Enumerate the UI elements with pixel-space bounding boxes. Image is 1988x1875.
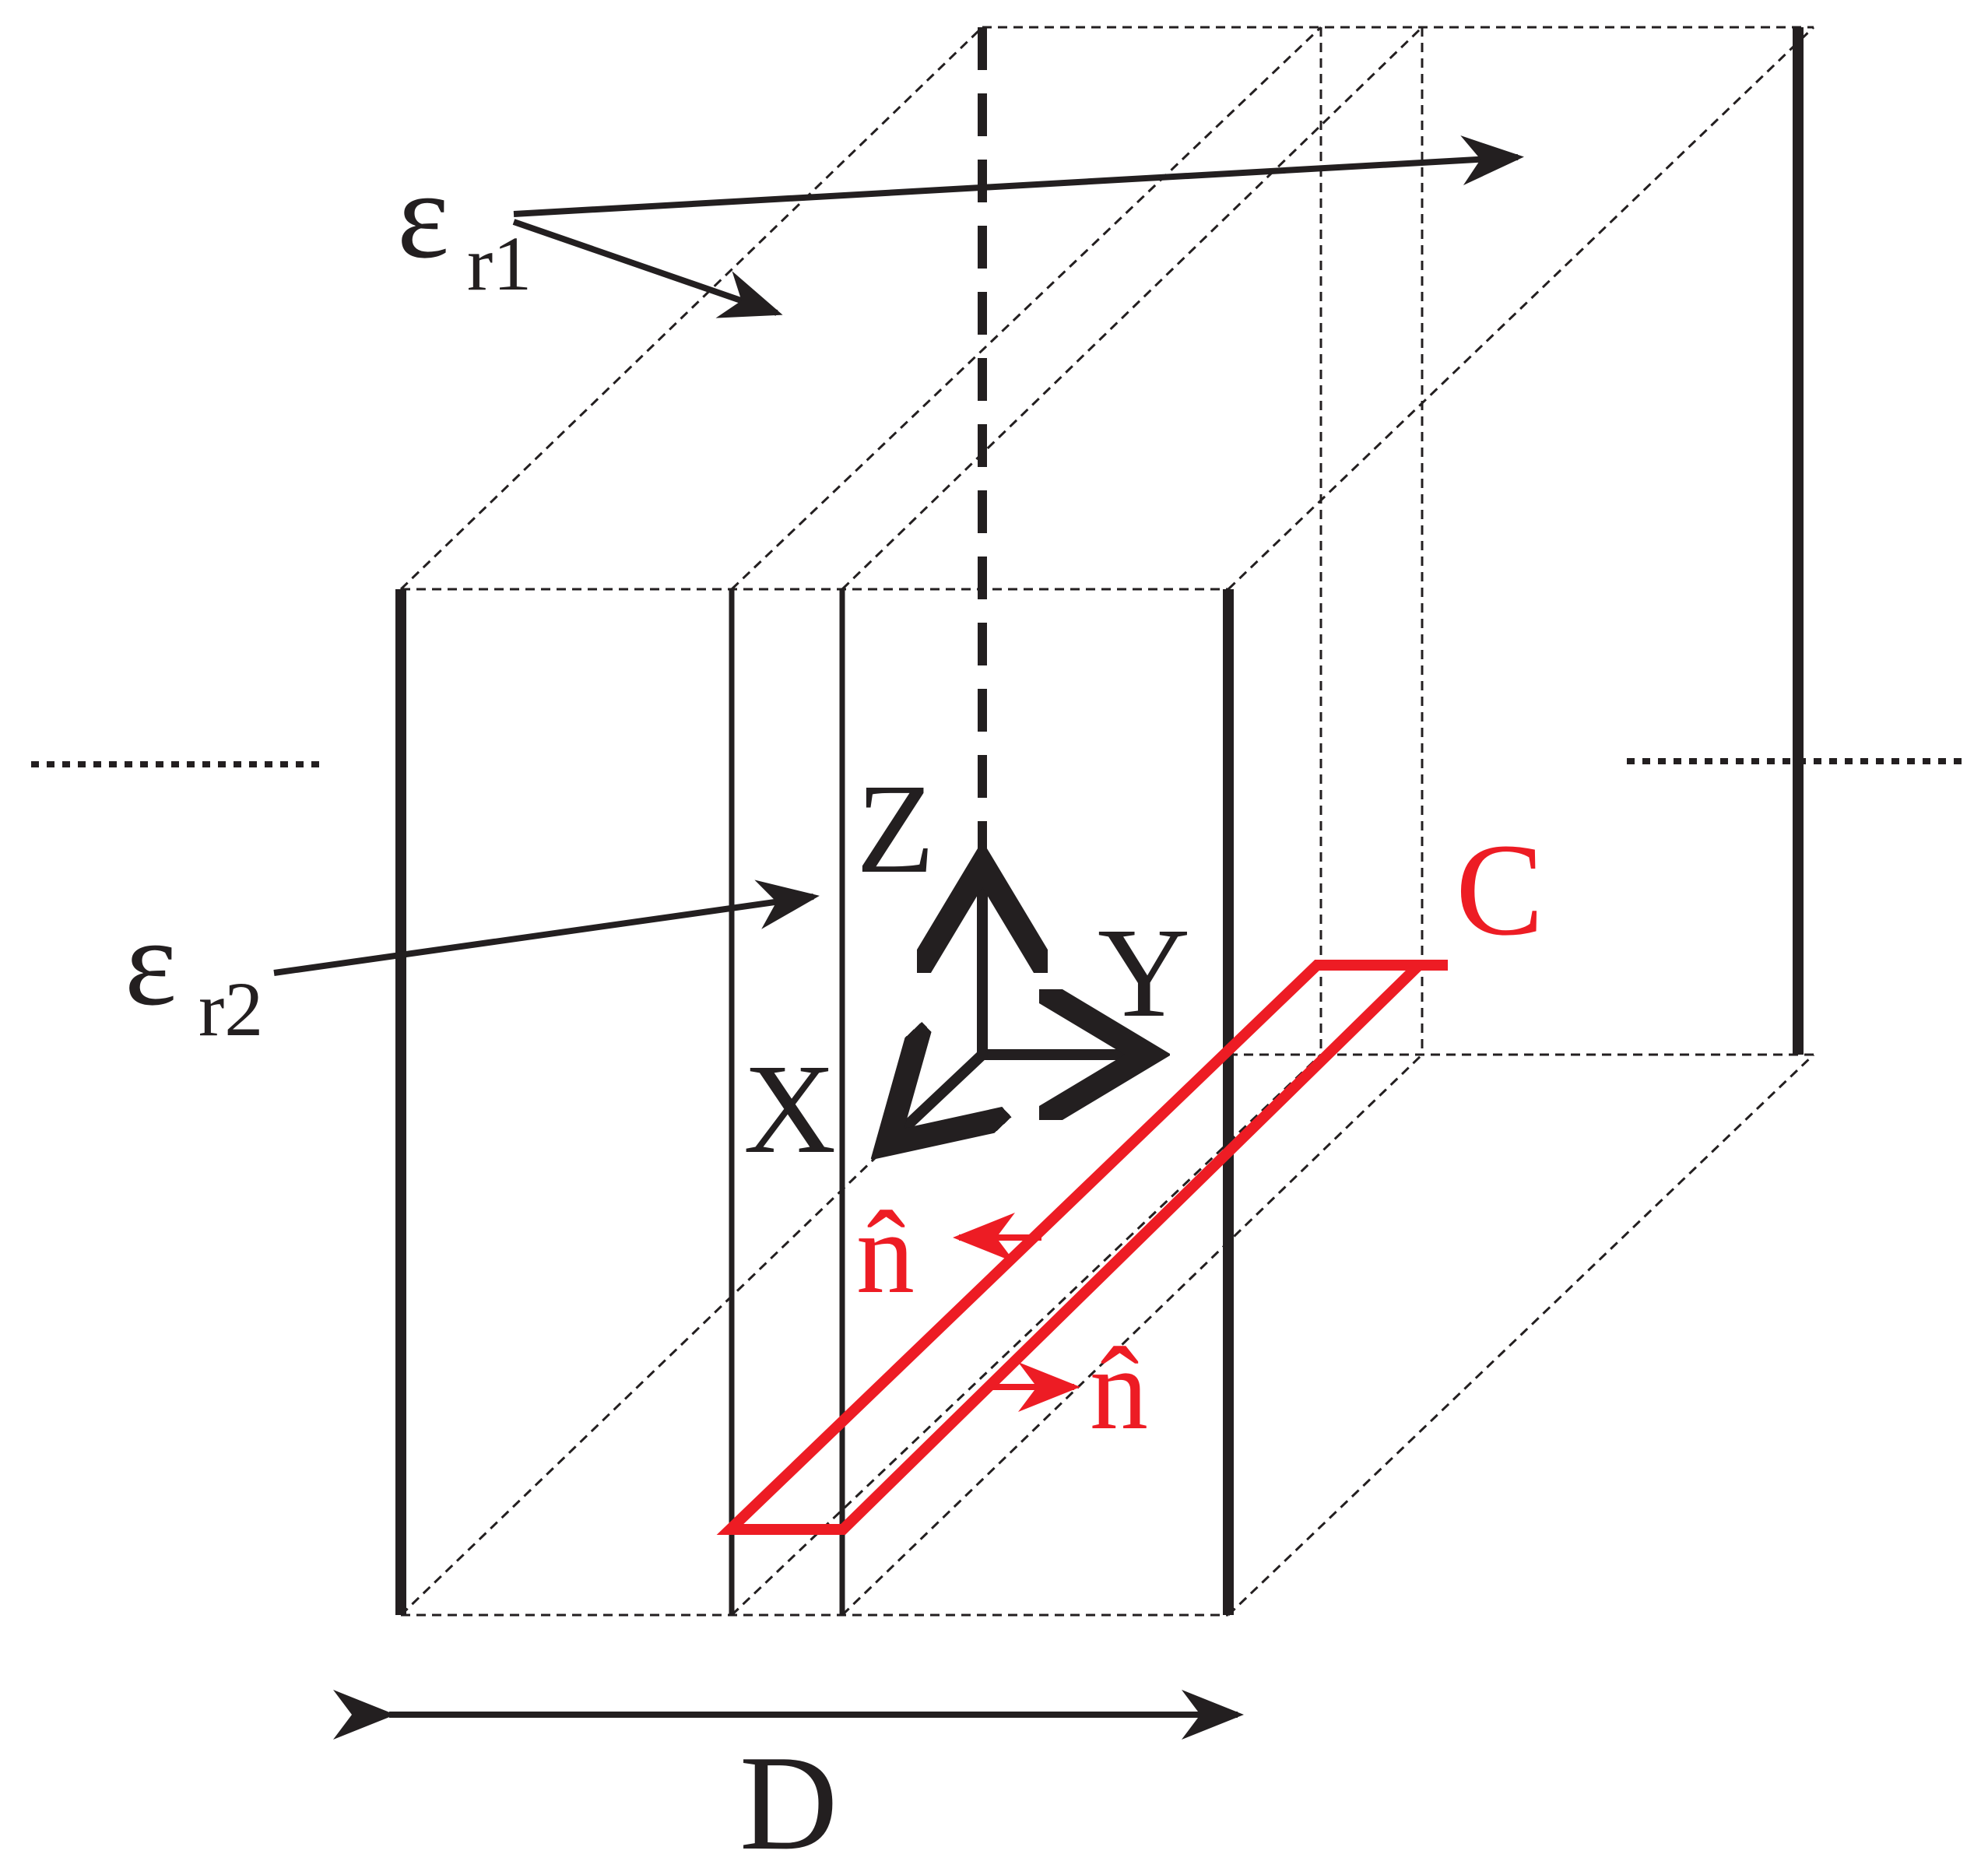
- axis-x-label: X: [743, 1038, 836, 1180]
- epsilon-pointers: [273, 135, 1524, 976]
- eps1-symbol: ε: [397, 146, 449, 284]
- x-axis-arrow: [887, 1055, 982, 1144]
- slab-boundaries: [395, 27, 1804, 1615]
- eps2-label: ε r2: [125, 893, 263, 1052]
- eps1-arrow-down: [512, 219, 783, 318]
- eps2-subscript: r2: [198, 966, 263, 1052]
- eps1-subscript: r1: [467, 220, 532, 307]
- eps2-arrow: [273, 880, 820, 976]
- normal-label-right: n̂: [1090, 1325, 1148, 1454]
- dimension-d-label: D: [739, 1727, 838, 1875]
- eps1-arrow-right: [513, 135, 1524, 217]
- axis-y-label: Y: [1098, 901, 1190, 1044]
- eps2-symbol: ε: [125, 893, 177, 1031]
- contour-c-label: C: [1456, 816, 1544, 963]
- axis-z-label: Z: [856, 757, 935, 900]
- coordinate-axes: [887, 864, 1148, 1144]
- normal-label-left: n̂: [856, 1189, 915, 1318]
- eps1-label: ε r1: [397, 146, 532, 307]
